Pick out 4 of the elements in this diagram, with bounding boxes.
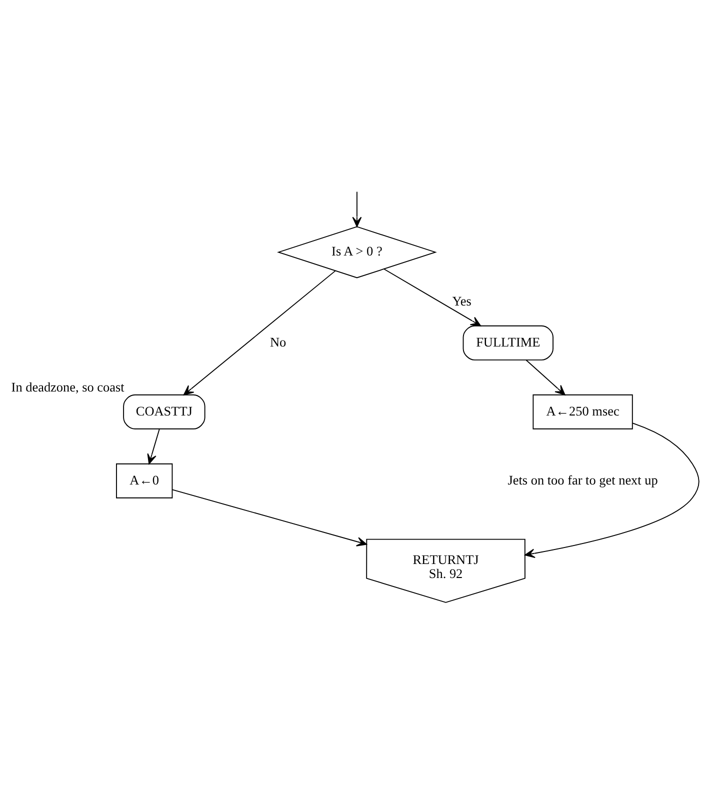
edge-label: Yes bbox=[452, 293, 472, 308]
edge-label: No bbox=[270, 334, 286, 350]
node-label: In deadzone, so coast bbox=[11, 379, 124, 394]
label: Jets on too far to get next up bbox=[508, 472, 658, 488]
